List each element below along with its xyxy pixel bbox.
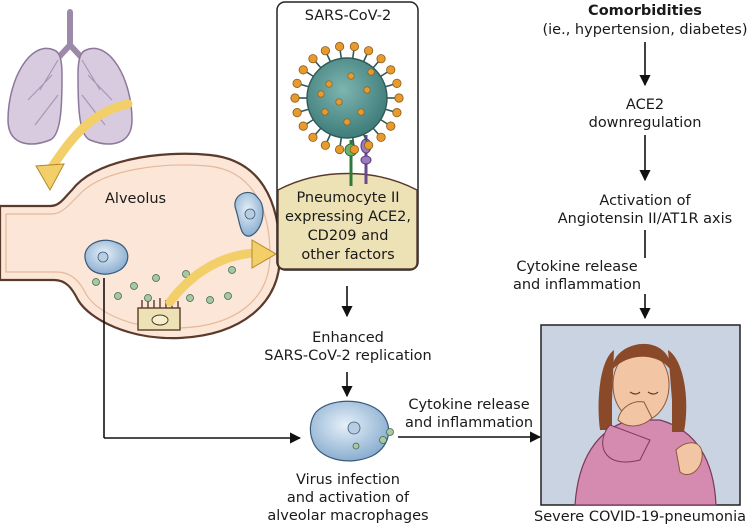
- replication-label: Enhanced SARS-CoV-2 replication: [250, 329, 446, 365]
- alveolar-macrophage-icon: [309, 400, 394, 462]
- pneumocyte-line-2: expressing ACE2,: [285, 209, 411, 225]
- activation-line-2: Angiotensin II/AT1R axis: [557, 211, 733, 227]
- patient-illustration: [540, 324, 741, 506]
- ace2-line-1: ACE2: [625, 97, 665, 113]
- ace2-label: ACE2 downregulation: [560, 96, 730, 132]
- ace2-line-2: downregulation: [588, 115, 702, 131]
- virus-box-title: SARS-CoV-2: [304, 8, 392, 24]
- macrophage-line-2: and activation of: [286, 490, 410, 506]
- activation-label: Activation of Angiotensin II/AT1R axis: [545, 192, 745, 228]
- comorbidities-detail: (ie., hypertension, diabetes): [542, 22, 748, 38]
- cytokine-right-label: Cytokine release and inflammation: [507, 258, 647, 294]
- alveolus-label: Alveolus: [105, 191, 167, 207]
- cytokine-bottom-line-2: and inflammation: [404, 415, 534, 431]
- pneumocyte-line-1: Pneumocyte II: [296, 190, 400, 206]
- lung-to-alveolus-arrow: [35, 99, 133, 192]
- cytokine-bottom-line-1: Cytokine release: [408, 397, 530, 413]
- lungs-icon: [7, 9, 133, 145]
- alveolus-to-cell-arrow: [165, 239, 277, 307]
- activation-line-1: Activation of: [599, 193, 691, 209]
- center-arrows: [103, 278, 542, 444]
- macrophage-label: Virus infection and activation of alveol…: [250, 471, 446, 525]
- alveolus-illustration: [0, 152, 282, 340]
- replication-line-2: SARS-CoV-2 replication: [264, 348, 432, 364]
- pneumocyte-line-3: CD209 and: [307, 228, 389, 244]
- cytokine-right-line-2: and inflammation: [512, 277, 642, 293]
- replication-line-1: Enhanced: [312, 330, 384, 346]
- macrophage-line-1: Virus infection: [296, 472, 400, 488]
- pneumocyte-label: Pneumocyte II expressing ACE2, CD209 and…: [278, 189, 418, 265]
- comorbidities-title: Comorbidities: [588, 3, 702, 19]
- sars-cov-2-virion-icon: [290, 41, 404, 155]
- macrophage-line-3: alveolar macrophages: [267, 508, 429, 524]
- outcome-label: Severe COVID-19-pneumonia: [534, 509, 746, 525]
- cytokine-bottom-label: Cytokine release and inflammation: [398, 396, 540, 432]
- cytokine-right-line-1: Cytokine release: [516, 259, 638, 275]
- pneumocyte-line-4: other factors: [301, 247, 395, 263]
